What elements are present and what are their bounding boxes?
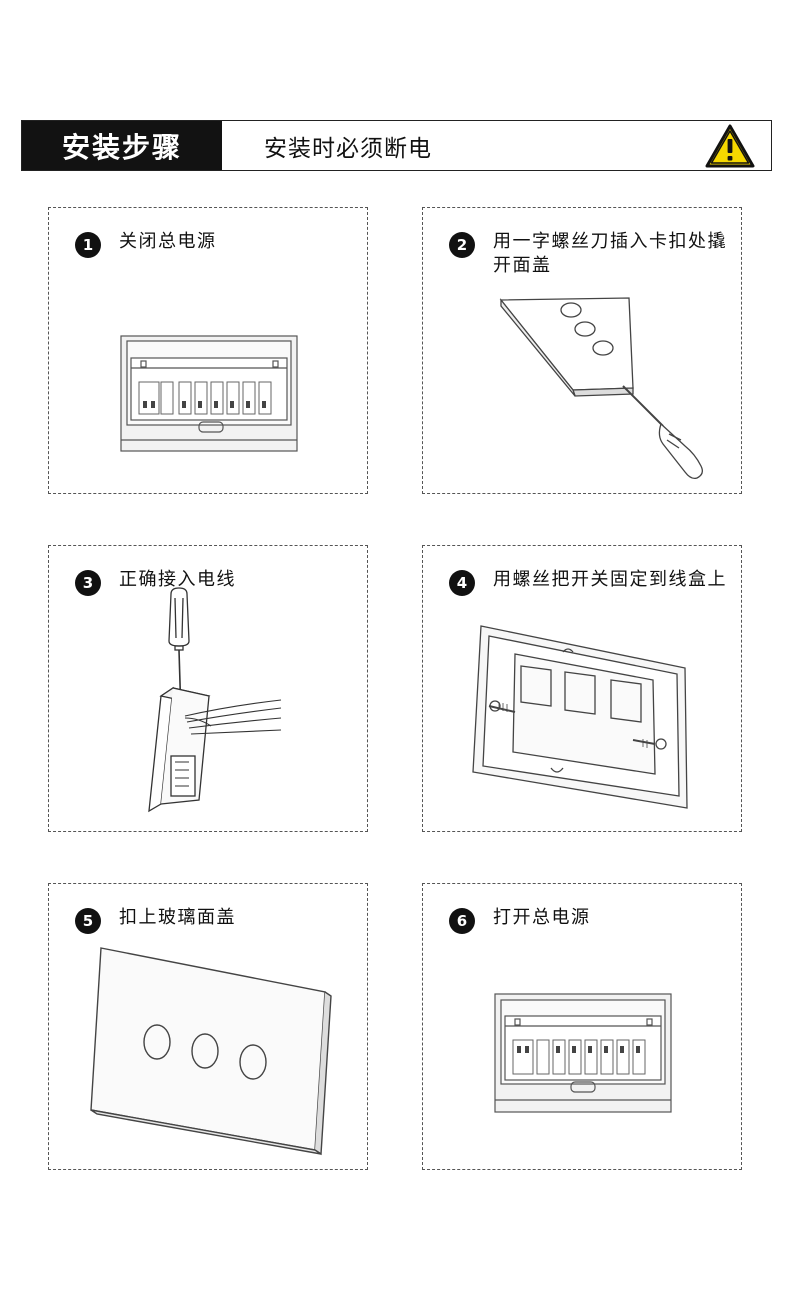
- pry-cover-illustration: [499, 297, 703, 480]
- step-instruction: 用螺丝把开关固定到线盒上: [493, 569, 727, 590]
- step-instruction: 打开总电源: [493, 907, 591, 928]
- step-number-badge: 3: [75, 570, 101, 596]
- step-number-badge: 1: [75, 232, 101, 258]
- warning-subtitle: 安装时必须断电: [264, 135, 432, 162]
- step-card-2: 2 用一字螺丝刀插入卡扣处撬开面盖: [422, 207, 742, 494]
- step-number-badge: 4: [449, 570, 475, 596]
- step-instruction: 关闭总电源: [119, 231, 217, 252]
- wiring-illustration: [148, 587, 282, 813]
- glass-cover-illustration: [90, 947, 332, 1156]
- step-instruction: 用一字螺丝刀插入卡扣处撬开面盖: [493, 231, 727, 276]
- step-number-badge: 6: [449, 908, 475, 934]
- mount-screws-illustration: [472, 625, 688, 809]
- section-title: 安装步骤: [22, 121, 222, 170]
- step-number-badge: 5: [75, 908, 101, 934]
- warning-triangle-icon: [705, 124, 755, 168]
- step-card-6: 6 打开总电源: [422, 883, 742, 1170]
- breaker-panel-on-illustration: [494, 993, 672, 1113]
- step-card-1: 1 关闭总电源: [48, 207, 368, 494]
- step-instruction: 正确接入电线: [119, 569, 236, 590]
- step-card-5: 5 扣上玻璃面盖: [48, 883, 368, 1170]
- header-bar: 安装步骤 安装时必须断电: [21, 120, 772, 171]
- breaker-panel-off-illustration: [120, 335, 298, 452]
- step-number-badge: 2: [449, 232, 475, 258]
- step-card-3: 3 正确接入电线: [48, 545, 368, 832]
- step-card-4: 4 用螺丝把开关固定到线盒上: [422, 545, 742, 832]
- step-instruction: 扣上玻璃面盖: [119, 907, 236, 928]
